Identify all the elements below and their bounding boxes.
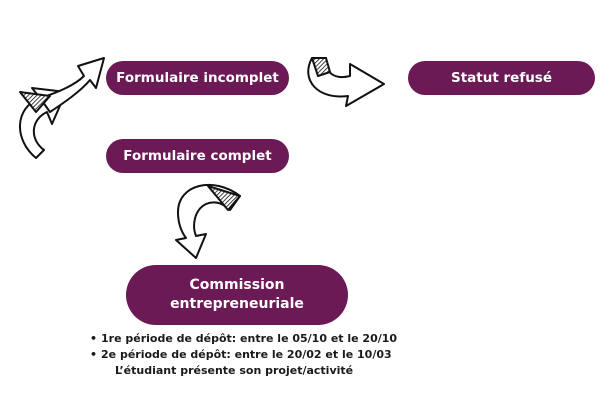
deposit-periods-list: 1re période de dépôt: entre le 05/10 et … (87, 331, 417, 363)
node-label: Formulaire incomplet (116, 69, 279, 86)
node-label-line1: Commission (189, 277, 285, 293)
student-presents-note: L’étudiant présente son projet/activité (115, 364, 354, 377)
deposit-notes: 1re période de dépôt: entre le 05/10 et … (87, 331, 417, 379)
node-label-line2: entrepreneuriale (170, 296, 304, 312)
node-label: Statut refusé (451, 69, 552, 86)
curved-arrow-icon (307, 57, 385, 107)
node-formulaire-incomplet: Formulaire incomplet (106, 61, 289, 95)
list-item: 1re période de dépôt: entre le 05/10 et … (90, 331, 417, 347)
curved-arrow-icon (175, 183, 241, 259)
list-item: 2e période de dépôt: entre le 20/02 et l… (90, 347, 417, 363)
node-label: Formulaire complet (123, 147, 272, 164)
curved-arrow-icon (19, 57, 105, 159)
node-statut-refuse: Statut refusé (408, 61, 595, 95)
node-commission-entrepreneuriale: Commission entrepreneuriale (126, 265, 348, 325)
node-formulaire-complet: Formulaire complet (106, 139, 289, 173)
